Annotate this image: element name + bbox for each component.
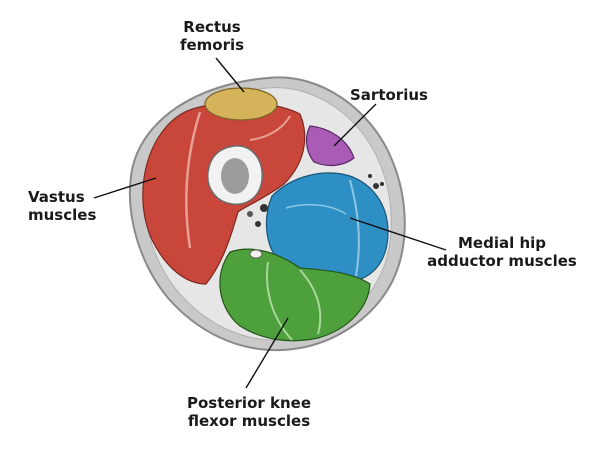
posterior-knee-flexor-muscles-region bbox=[219, 248, 371, 342]
label-flexor-line1: Posterior knee bbox=[186, 394, 312, 412]
label-flexor-line2: flexor muscles bbox=[187, 412, 311, 430]
vessel-dot bbox=[255, 221, 261, 227]
label-rectus-femoris-line1: Rectus bbox=[183, 18, 241, 36]
vessel-dot bbox=[368, 174, 372, 178]
vastus-internal-septum-2 bbox=[249, 115, 291, 141]
leader-line-adductor bbox=[349, 217, 447, 251]
label-sartorius-line1: Sartorius bbox=[350, 86, 428, 104]
leader-line-sartorius bbox=[333, 103, 377, 147]
label-adductor-line1: Medial hip bbox=[457, 234, 547, 252]
nerve-oval bbox=[249, 249, 263, 259]
rectus-femoris-region bbox=[204, 87, 278, 121]
vessel-dot bbox=[247, 211, 253, 217]
label-sartorius: Sartorius bbox=[350, 86, 428, 104]
femur-marrow bbox=[221, 158, 249, 194]
label-vastus-muscles: Vastus muscles bbox=[28, 188, 96, 224]
leader-line-rectus-femoris bbox=[215, 57, 245, 93]
sartorius-region bbox=[305, 125, 355, 167]
adductor-septum bbox=[349, 179, 360, 277]
flexor-septum bbox=[266, 261, 293, 341]
adductor-septum-2 bbox=[285, 203, 347, 215]
vessel-dot bbox=[260, 204, 268, 212]
label-vastus-line2: muscles bbox=[28, 206, 97, 224]
leader-line-vastus bbox=[93, 177, 157, 199]
label-medial-hip-adductor-muscles: Medial hip adductor muscles bbox=[424, 234, 580, 270]
label-adductor-line2: adductor muscles bbox=[427, 252, 577, 270]
label-vastus-line1: Vastus bbox=[28, 188, 85, 206]
label-rectus-femoris: Rectus femoris bbox=[174, 18, 250, 54]
leader-line-flexor bbox=[245, 317, 289, 389]
vessel-dot bbox=[373, 183, 379, 189]
label-posterior-knee-flexor-muscles: Posterior knee flexor muscles bbox=[184, 394, 314, 430]
vastus-internal-septum bbox=[185, 111, 202, 249]
label-rectus-femoris-line2: femoris bbox=[179, 36, 245, 54]
vessel-dot bbox=[380, 182, 384, 186]
flexor-septum-2 bbox=[299, 269, 322, 335]
